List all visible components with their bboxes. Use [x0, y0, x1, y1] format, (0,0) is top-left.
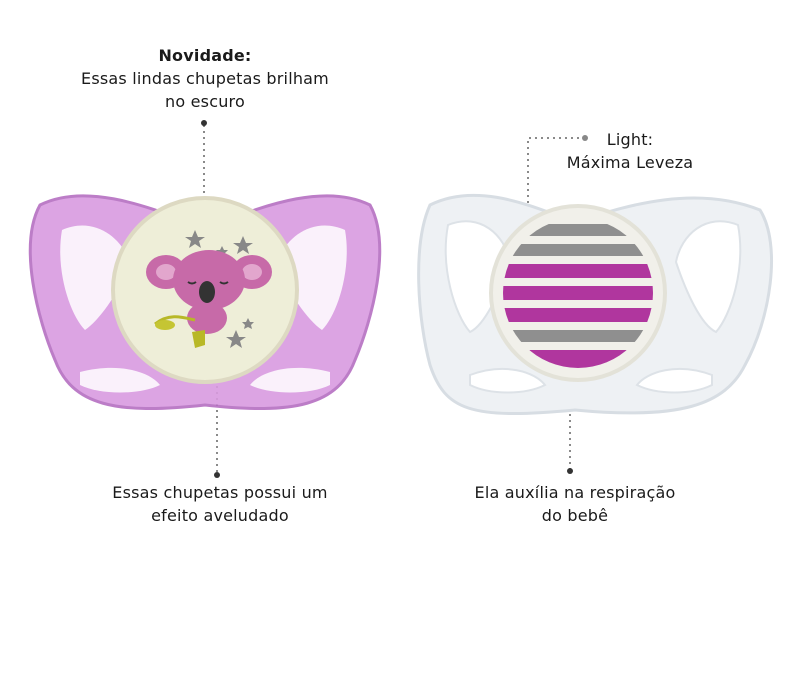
caption-novidade-title: Novidade:	[158, 46, 252, 65]
caption-velvet-line2: efeito aveludado	[151, 506, 289, 525]
caption-breathing-line2: do bebê	[541, 506, 609, 525]
dot-novidade	[201, 120, 207, 126]
caption-breathing: Ela auxília na respiração do bebê	[430, 481, 720, 527]
caption-light-title: Light:	[606, 130, 654, 149]
dot-light	[582, 135, 588, 141]
clear-pacifier	[417, 193, 773, 416]
caption-light: Light: Máxima Leveza	[540, 128, 720, 174]
caption-novidade-line1: Essas lindas chupetas brilham	[81, 69, 329, 88]
star-icon	[185, 230, 205, 248]
stripes-pattern	[503, 224, 653, 368]
caption-velvet: Essas chupetas possui um efeito aveludad…	[80, 481, 360, 527]
caption-light-line1: Máxima Leveza	[566, 153, 694, 172]
star-icon	[242, 318, 254, 329]
caption-breathing-line1: Ela auxília na respiração	[474, 483, 676, 502]
connector-light	[527, 137, 585, 240]
dot-velvet	[214, 472, 220, 478]
caption-novidade-line2: no escuro	[165, 92, 245, 111]
caption-novidade: Novidade: Essas lindas chupetas brilham …	[55, 44, 355, 113]
star-icon	[233, 236, 253, 254]
caption-velvet-line1: Essas chupetas possui um	[112, 483, 328, 502]
star-icon	[226, 330, 246, 348]
dot-breathing	[567, 468, 573, 474]
koala-icon	[146, 250, 272, 348]
pink-pacifier	[28, 194, 382, 411]
